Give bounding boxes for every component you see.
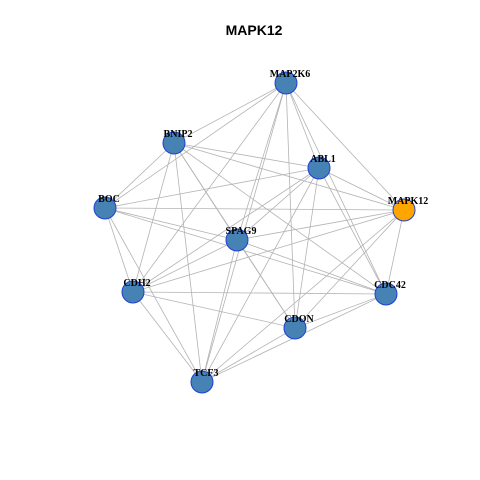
edge-mapk12-cdon bbox=[294, 209, 405, 329]
edge-cdh2-tcf3 bbox=[132, 291, 203, 383]
edge-bnip2-cdc42 bbox=[173, 142, 387, 295]
node-label-cdc42: CDC42 bbox=[374, 280, 406, 291]
edge-bnip2-abl1 bbox=[173, 142, 320, 169]
edge-cdc42-cdon bbox=[294, 293, 387, 329]
edge-boc-cdh2 bbox=[104, 207, 134, 293]
node-label-spag9: SPAG9 bbox=[226, 226, 257, 237]
edge-cdon-tcf3 bbox=[201, 327, 296, 383]
node-cdh2 bbox=[121, 280, 145, 304]
edge-abl1-mapk12 bbox=[318, 167, 405, 211]
node-label-abl1: ABL1 bbox=[310, 154, 336, 165]
edge-mapk12-spag9 bbox=[236, 209, 405, 241]
node-map2k6 bbox=[274, 71, 298, 95]
edge-spag9-cdon bbox=[236, 239, 296, 329]
edge-mapk12-cdc42 bbox=[385, 209, 405, 295]
edge-map2k6-bnip2 bbox=[173, 82, 287, 144]
node-label-boc: BOC bbox=[98, 194, 120, 205]
node-spag9 bbox=[225, 228, 249, 252]
edge-map2k6-abl1 bbox=[285, 82, 320, 169]
edge-map2k6-boc bbox=[104, 82, 287, 209]
edge-bnip2-cdh2 bbox=[132, 142, 175, 293]
edge-bnip2-mapk12 bbox=[173, 142, 405, 211]
node-mapk12 bbox=[392, 198, 416, 222]
edge-map2k6-cdh2 bbox=[132, 82, 287, 293]
edge-abl1-boc bbox=[104, 167, 320, 209]
edge-spag9-cdh2 bbox=[132, 239, 238, 293]
edge-boc-mapk12 bbox=[104, 207, 405, 211]
edge-abl1-spag9 bbox=[236, 167, 320, 241]
edge-boc-tcf3 bbox=[104, 207, 203, 383]
edge-bnip2-boc bbox=[104, 142, 175, 209]
node-label-cdon: CDON bbox=[284, 314, 314, 325]
edge-mapk12-tcf3 bbox=[201, 209, 405, 383]
edge-map2k6-mapk12 bbox=[285, 82, 405, 211]
edge-abl1-cdon bbox=[294, 167, 320, 329]
edge-bnip2-tcf3 bbox=[173, 142, 203, 383]
edge-abl1-cdc42 bbox=[318, 167, 387, 295]
edge-spag9-cdc42 bbox=[236, 239, 387, 295]
node-label-bnip2: BNIP2 bbox=[164, 129, 193, 140]
plot-title: MAPK12 bbox=[226, 22, 283, 38]
node-cdc42 bbox=[374, 282, 398, 306]
edge-map2k6-cdc42 bbox=[285, 82, 387, 295]
node-bnip2 bbox=[162, 131, 186, 155]
edge-cdh2-cdc42 bbox=[132, 291, 387, 295]
node-label-cdh2: CDH2 bbox=[123, 278, 150, 289]
node-cdon bbox=[283, 316, 307, 340]
node-label-map2k6: MAP2K6 bbox=[270, 69, 311, 80]
node-tcf3 bbox=[190, 370, 214, 394]
edge-boc-spag9 bbox=[104, 207, 238, 241]
node-label-tcf3: TCF3 bbox=[194, 368, 219, 379]
node-label-mapk12: MAPK12 bbox=[388, 196, 429, 207]
edge-abl1-cdh2 bbox=[132, 167, 320, 293]
node-abl1 bbox=[307, 156, 331, 180]
edge-layer bbox=[104, 82, 405, 383]
node-layer bbox=[93, 71, 416, 394]
edge-map2k6-spag9 bbox=[236, 82, 287, 241]
edge-cdh2-cdon bbox=[132, 291, 296, 329]
node-boc bbox=[93, 196, 117, 220]
edge-map2k6-cdon bbox=[285, 82, 296, 329]
